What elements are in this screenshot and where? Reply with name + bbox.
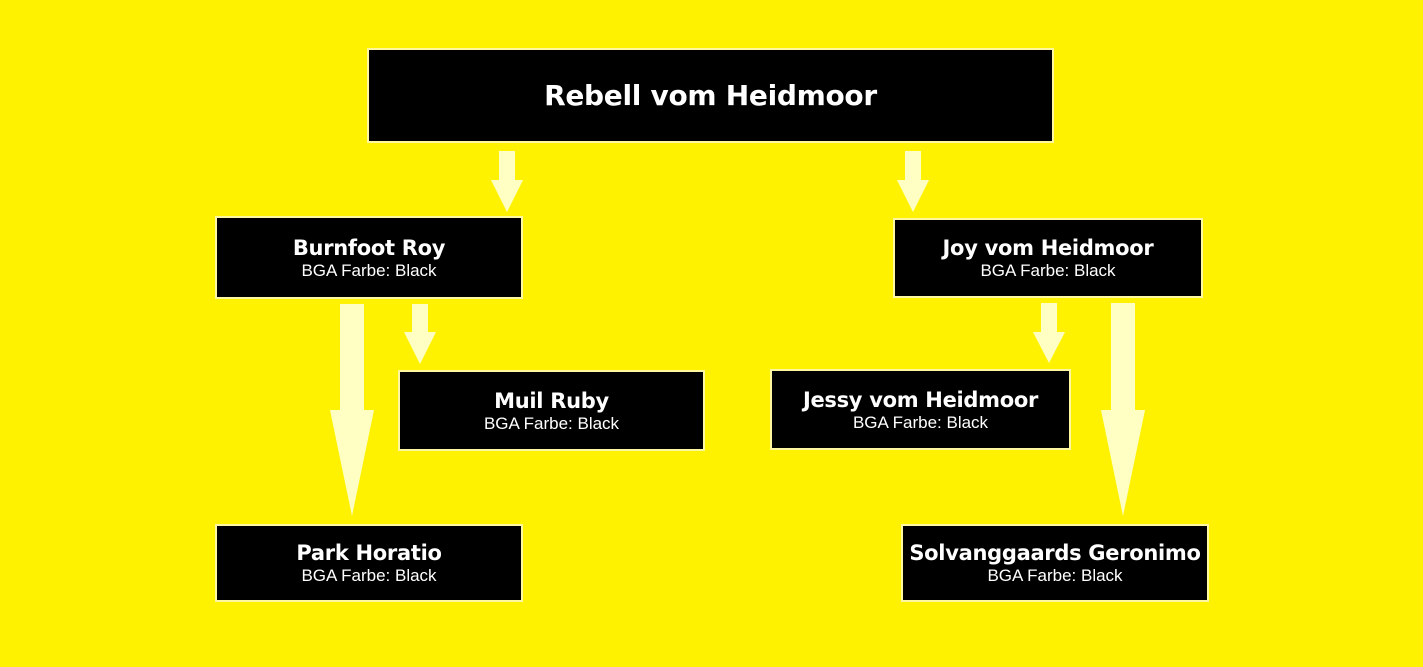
node-sire: Burnfoot Roy BGA Farbe: Black <box>215 216 523 299</box>
node-sire-detail: BGA Farbe: Black <box>301 260 437 280</box>
arrow-dam-to-solvanggaards <box>1101 303 1145 516</box>
node-sire-name: Burnfoot Roy <box>292 235 446 260</box>
node-sire-dam-detail: BGA Farbe: Black <box>483 413 620 433</box>
node-dam: Joy vom Heidmoor BGA Farbe: Black <box>893 218 1203 298</box>
node-dam-sire-detail: BGA Farbe: Black <box>987 566 1123 585</box>
node-dam-detail: BGA Farbe: Black <box>980 261 1116 280</box>
arrow-sire-to-muil-ruby <box>404 304 436 364</box>
node-sire-sire: Park Horatio BGA Farbe: Black <box>215 524 523 602</box>
node-dam-sire: Solvanggaards Geronimo BGA Farbe: Black <box>901 524 1209 602</box>
arrow-root-to-sire <box>491 151 523 212</box>
node-dam-dam: Jessy vom Heidmoor BGA Farbe: Black <box>770 369 1071 450</box>
arrow-sire-to-park-horatio <box>330 304 374 516</box>
node-dam-name: Joy vom Heidmoor <box>942 236 1154 260</box>
node-sire-dam-name: Muil Ruby <box>494 388 609 413</box>
node-dam-dam-detail: BGA Farbe: Black <box>852 412 989 432</box>
node-sire-sire-name: Park Horatio <box>296 541 442 565</box>
node-sire-dam: Muil Ruby BGA Farbe: Black <box>398 370 705 451</box>
arrow-dam-to-jessy <box>1033 303 1065 363</box>
arrow-root-to-dam <box>897 151 929 212</box>
node-sire-sire-detail: BGA Farbe: Black <box>301 566 437 585</box>
node-dam-sire-name: Solvanggaards Geronimo <box>909 541 1201 565</box>
node-root-name: Rebell vom Heidmoor <box>544 78 877 112</box>
node-root: Rebell vom Heidmoor <box>367 48 1054 143</box>
node-dam-dam-name: Jessy vom Heidmoor <box>802 387 1039 412</box>
